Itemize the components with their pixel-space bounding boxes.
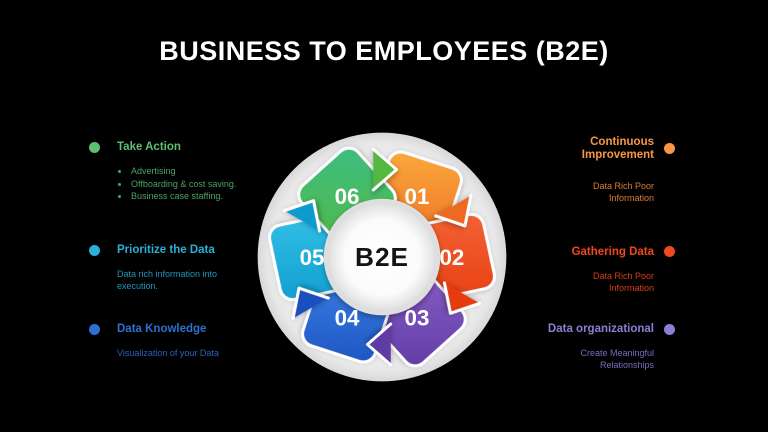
section-prioritize-the-data: Prioritize the Data Data rich informatio… [117, 244, 247, 292]
bullet-marker [89, 245, 100, 256]
section-heading: Prioritize the Data [117, 244, 215, 256]
section-body: Create Meaningful Relationships [580, 348, 654, 370]
bullet-marker [89, 324, 100, 335]
section-heading: Data organizational [547, 323, 654, 335]
bullet-marker [664, 143, 675, 154]
bullet-item: Business case staffing. [130, 190, 247, 203]
bullet-list: Advertising Offboarding & cost saving. B… [117, 165, 247, 203]
section-gathering-data: Gathering Data Data Rich Poor Informatio… [519, 246, 654, 294]
section-body: Data rich information into execution. [117, 269, 218, 291]
bullet-marker [89, 142, 100, 153]
segment-03-arrow [365, 322, 393, 367]
segment-02-number: 02 [440, 245, 465, 270]
section-heading: Gathering Data [571, 246, 654, 258]
segment-06-arrow [371, 147, 399, 192]
section-data-knowledge: Data Knowledge Visualization of your Dat… [117, 323, 247, 360]
section-data-organizational: Data organizational Create Meaningful Re… [519, 323, 654, 371]
section-body: Data Rich Poor Information [592, 271, 654, 293]
center-label: B2E [355, 242, 409, 272]
segment-06-number: 06 [335, 184, 360, 209]
section-continuous-improvement: Continuous Improvement Data Rich Poor In… [519, 136, 654, 204]
segment-01-arrow [434, 194, 473, 228]
segment-01-number: 01 [405, 184, 430, 209]
segment-04-number: 04 [335, 305, 360, 330]
section-take-action: Take Action Advertising Offboarding & co… [117, 141, 247, 203]
segment-03-number: 03 [405, 305, 430, 330]
bullet-item: Advertising [130, 165, 247, 178]
segment-05-arrow [282, 199, 322, 233]
slide-title: BUSINESS TO EMPLOYEES (B2E) [159, 36, 609, 66]
bullet-item: Offboarding & cost saving. [130, 178, 247, 191]
section-heading: Data Knowledge [117, 323, 207, 335]
segment-02-arrow [442, 281, 482, 315]
center-circle [329, 204, 435, 310]
section-heading: Take Action [117, 141, 181, 153]
bullet-marker [664, 246, 675, 257]
section-heading: Continuous Improvement [581, 136, 654, 161]
segment-04-arrow [291, 286, 330, 320]
bullet-marker [664, 324, 675, 335]
section-body: Data Rich Poor Information [592, 181, 654, 203]
section-body: Visualization of your Data [117, 348, 219, 358]
segment-05-number: 05 [300, 245, 325, 270]
